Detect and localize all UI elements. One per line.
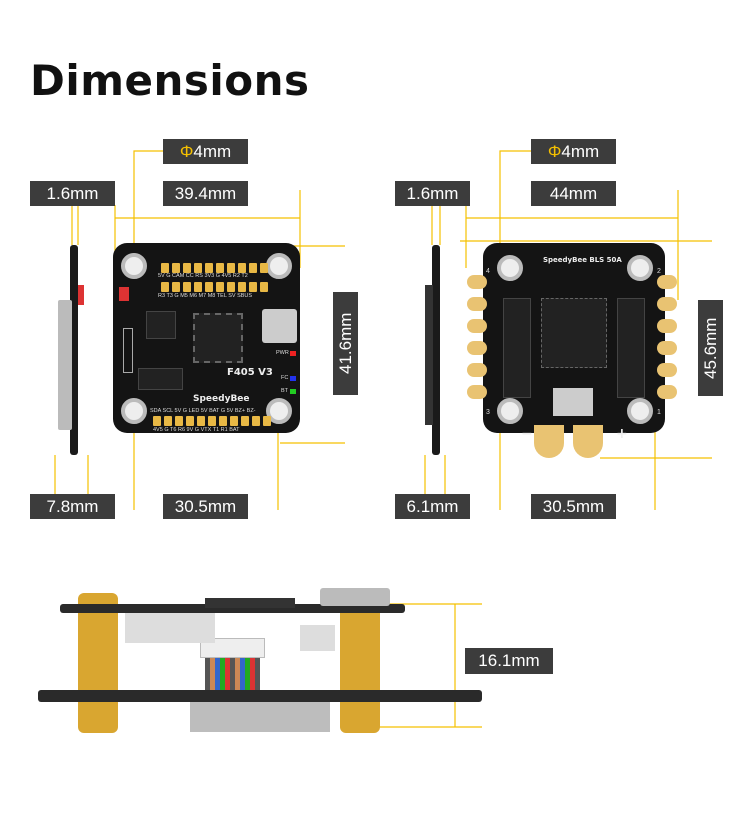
fc-width-label: 39.4mm — [163, 181, 248, 206]
component — [300, 625, 335, 651]
esc-board-edge — [38, 690, 482, 702]
pad-row — [161, 263, 268, 273]
cable-wires — [205, 658, 260, 690]
fc-board: 5V G CAM CC RS 3V3 G 4V5 R2 T2 R3 T3 G M… — [113, 243, 300, 433]
component — [125, 613, 215, 643]
mcu-chip — [193, 313, 243, 363]
mount-hole — [497, 255, 523, 281]
esc-hole-diameter-label: Φ4mm — [531, 139, 616, 164]
mount-hole — [121, 398, 147, 424]
esc-board-label: SpeedyBee BLS 50A — [543, 256, 622, 264]
mosfets — [503, 298, 531, 398]
fc-board-edge — [60, 604, 405, 613]
component — [205, 598, 295, 608]
pad-row — [153, 416, 271, 426]
board-brand-text: SpeedyBee — [193, 394, 250, 404]
pad-labels-top1: 5V G CAM CC RS 3V3 G 4V5 R2 T2 — [158, 273, 248, 279]
pad-row — [161, 282, 268, 292]
mount-hole — [266, 253, 292, 279]
chip — [146, 311, 176, 339]
board-model-text: F405 V3 — [227, 367, 273, 378]
standoff — [78, 593, 118, 733]
chip — [138, 368, 183, 390]
esc-depth-label: 6.1mm — [395, 494, 470, 519]
fc-side-view — [70, 245, 78, 455]
mount-hole — [497, 398, 523, 424]
fc-mount-spacing-label: 30.5mm — [163, 494, 248, 519]
esc-width-label: 44mm — [531, 181, 616, 206]
led-label: BT — [281, 388, 289, 394]
hole-number: 4 — [486, 268, 490, 275]
esc-hole-value: 4mm — [561, 142, 600, 161]
cable-connector — [200, 638, 265, 658]
battery-pad-positive — [573, 425, 603, 458]
fc-side-button — [78, 285, 84, 305]
usb-connector — [320, 588, 390, 606]
hole-number: 3 — [486, 409, 490, 416]
pad-labels-bottom2: 4V5 G T6 R6 9V G VTX T1 R1 BAT — [153, 427, 240, 433]
esc-side-components — [425, 285, 433, 425]
esc-board: 4 2 3 1 SpeedyBee BLS 50A − + — [483, 243, 665, 442]
led-label: FC — [281, 375, 289, 381]
hole-number: 1 — [657, 409, 661, 416]
led-fc — [290, 376, 296, 381]
fc-hole-value: 4mm — [193, 142, 232, 161]
shunts — [553, 388, 593, 416]
fc-red-button — [119, 287, 129, 301]
negative-label: − — [521, 426, 533, 442]
pad-labels-top2: R3 T3 G M5 M6 M7 M8 TEL SV SBUS — [158, 293, 253, 299]
fc-side-usb — [58, 300, 72, 430]
led-bt — [290, 389, 296, 394]
fc-hole-diameter-label: Φ4mm — [163, 139, 248, 164]
mount-hole — [627, 255, 653, 281]
fc-depth-label: 7.8mm — [30, 494, 115, 519]
fc-thickness-label: 1.6mm — [30, 181, 115, 206]
component — [123, 328, 133, 373]
led-pwr — [290, 351, 296, 356]
led-label: PWR — [276, 350, 289, 356]
esc-height-label: 45.6mm — [698, 300, 723, 396]
esc-side-view — [432, 245, 440, 455]
usb-c-port — [262, 309, 297, 343]
mount-hole — [627, 398, 653, 424]
diameter-symbol: Φ — [547, 142, 562, 161]
esc-thickness-label: 1.6mm — [395, 181, 470, 206]
page-title: Dimensions — [30, 56, 310, 105]
diameter-symbol: Φ — [179, 142, 194, 161]
pad-labels-bottom1: SDA SCL 5V G LED 5V BAT G 5V BZ+ BZ- — [150, 408, 256, 414]
positive-label: + — [616, 426, 628, 442]
esc-controller-area — [541, 298, 607, 368]
hole-number: 2 — [657, 268, 661, 275]
fc-height-label: 41.6mm — [333, 292, 358, 395]
standoff — [340, 593, 380, 733]
component — [190, 702, 330, 732]
mosfets — [617, 298, 645, 398]
mount-hole — [121, 253, 147, 279]
esc-mount-spacing-label: 30.5mm — [531, 494, 616, 519]
battery-pad-negative — [534, 425, 564, 458]
stack-height-label: 16.1mm — [465, 648, 553, 674]
